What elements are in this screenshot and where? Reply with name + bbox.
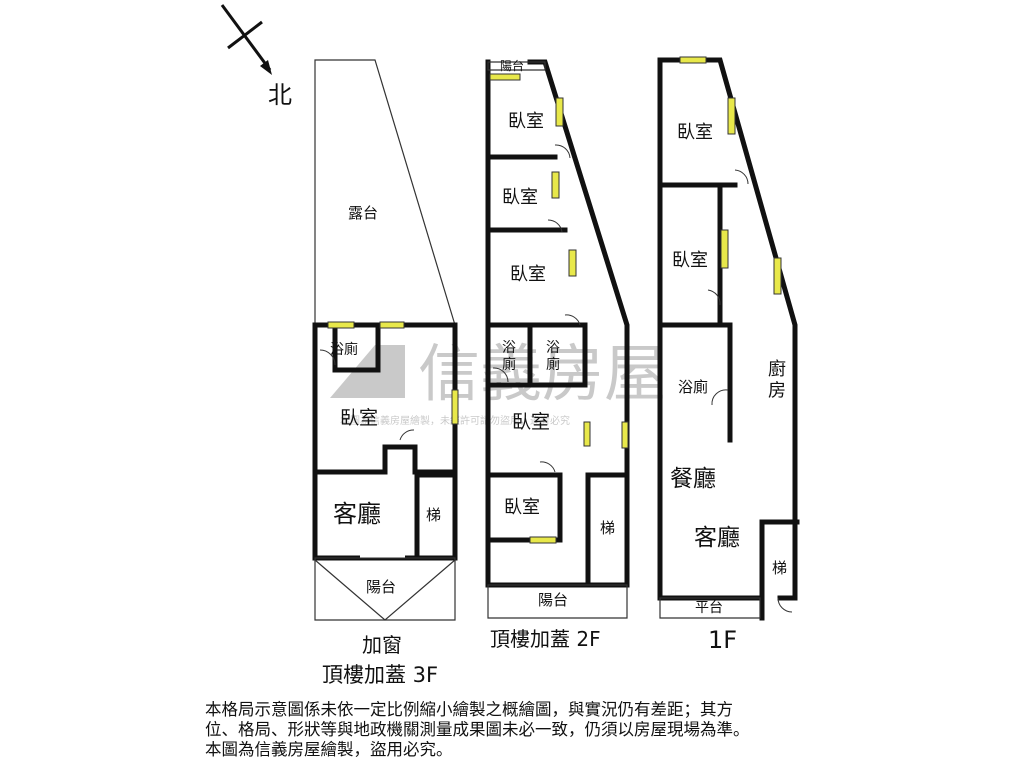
room-bath-3f: 浴廁 — [330, 341, 358, 358]
floor-title-1f: 1F — [708, 626, 737, 654]
room-label-line: 廁 — [546, 356, 560, 373]
floor-3f: 露台 浴廁 臥室 客廳 梯 陽台 加窗 頂樓加蓋 3F — [312, 59, 459, 687]
room-kitchen-1f: 廚房 — [768, 358, 786, 402]
north-arrow-icon — [220, 4, 272, 75]
disclaimer-line: 本圖為信義房屋繪製，盜用必究。 — [205, 740, 453, 759]
room-balcony-3f: 陽台 — [366, 578, 396, 596]
room-balcony-2f: 陽台 — [538, 591, 568, 609]
room-label-line: 廁 — [502, 356, 516, 373]
room-stairs-3f: 梯 — [426, 506, 441, 524]
disclaimer: 本格局示意圖係未依一定比例縮小繪製之概繪圖，與實況仍有差距；其方位、格局、形狀等… — [205, 700, 750, 760]
room-bedroom2-2f: 臥室 — [502, 187, 538, 208]
room-bedroom1-2f: 臥室 — [508, 111, 544, 132]
disclaimer-line: 本格局示意圖係未依一定比例縮小繪製之概繪圖，與實況仍有差距；其方 — [205, 700, 733, 719]
room-bedroom2-1f: 臥室 — [672, 250, 708, 271]
room-bath1-2f: 浴廁 — [502, 340, 516, 373]
room-terrace-3f: 露台 — [348, 204, 378, 222]
room-platform-1f: 平台 — [695, 600, 723, 616]
room-bedroom3-2f: 臥室 — [510, 264, 546, 285]
floor-title-3f: 頂樓加蓋 3F — [322, 663, 438, 687]
room-label-line: 房 — [768, 381, 786, 402]
room-stairs-1f: 梯 — [772, 559, 787, 577]
room-balcony-top-2f: 陽台 — [500, 58, 524, 73]
north-label: 北 — [268, 81, 292, 109]
floor-title-2f: 頂樓加蓋 2F — [490, 627, 601, 651]
room-stairs-2f: 梯 — [600, 519, 615, 537]
room-living-1f: 客廳 — [694, 525, 740, 551]
note-3f: 加窗 — [362, 633, 402, 657]
room-bedroom-3f: 臥室 — [340, 407, 378, 429]
room-bedroom4-2f: 臥室 — [512, 411, 550, 433]
room-bath2-2f: 浴廁 — [546, 340, 560, 373]
room-bedroom5-2f: 臥室 — [504, 497, 540, 518]
room-bedroom1-1f: 臥室 — [677, 122, 713, 143]
floor-1f: 臥室 臥室 浴廁 廚房 餐廳 客廳 梯 平台 1F — [657, 56, 800, 654]
floor-2f: 陽台 臥室 臥室 臥室 浴廁 浴廁 臥室 臥室 梯 陽台 頂樓加蓋 2F — [485, 58, 630, 651]
room-dining-1f: 餐廳 — [670, 466, 716, 492]
disclaimer-line: 位、格局、形狀等與地政機關測量成果圖未必一致，仍須以房屋現場為準。 — [205, 720, 750, 739]
room-living-3f: 客廳 — [333, 500, 381, 528]
room-bath-1f: 浴廁 — [678, 378, 708, 396]
